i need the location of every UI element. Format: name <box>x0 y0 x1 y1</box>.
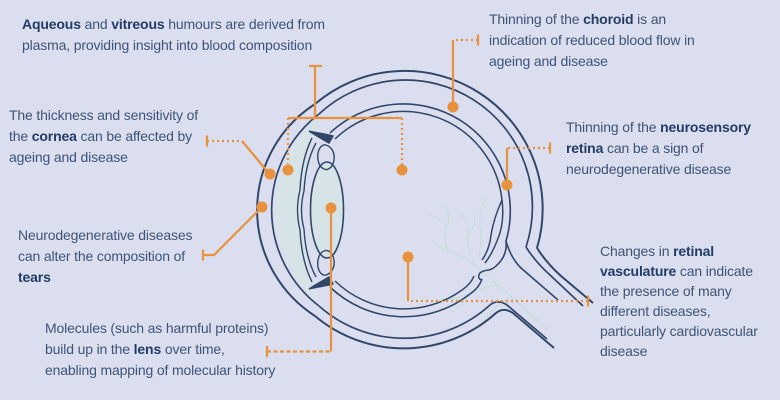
callout-cornea <box>205 135 268 172</box>
eye-outline <box>256 69 544 350</box>
aqueous-marker-dot <box>282 164 294 176</box>
choroid-marker-dot <box>447 101 459 113</box>
lens-marker-dot <box>325 202 337 214</box>
ora-serrata-top <box>308 130 335 144</box>
neurosensory-retina-marker-dot <box>501 179 513 191</box>
callout-aqueous-vitreous <box>286 64 404 165</box>
iris-ciliary-details <box>296 130 335 290</box>
optic-disc-notch <box>478 265 497 281</box>
retina-detachment-line <box>481 199 503 261</box>
tears-marker-dot <box>256 201 268 213</box>
choroid-layer <box>329 103 512 318</box>
retinal-vessels-lines <box>429 197 549 331</box>
retina-layer <box>334 110 504 310</box>
annotation-lens: Molecules (such as harmful proteins)buil… <box>45 320 276 378</box>
callout-tears <box>201 209 260 261</box>
callout-lens <box>265 213 333 357</box>
ciliary-body-top <box>317 144 335 171</box>
callout-choroid <box>451 34 480 102</box>
callout-retinal-vasculature <box>406 262 590 307</box>
ciliary-body-bottom <box>317 249 335 276</box>
cornea-marker-dot <box>264 168 276 180</box>
vitreous-marker-dot <box>396 164 408 176</box>
cornea-outline <box>256 103 316 317</box>
retinal-vasculature-marker-dot <box>402 251 414 263</box>
ora-serrata-bottom <box>308 276 335 290</box>
optic-nerve <box>489 240 594 349</box>
callout-neurosensory-retina <box>505 142 552 180</box>
annotation-aqueous-vitreous: Aqueous and vitreous humours are derived… <box>22 16 325 53</box>
